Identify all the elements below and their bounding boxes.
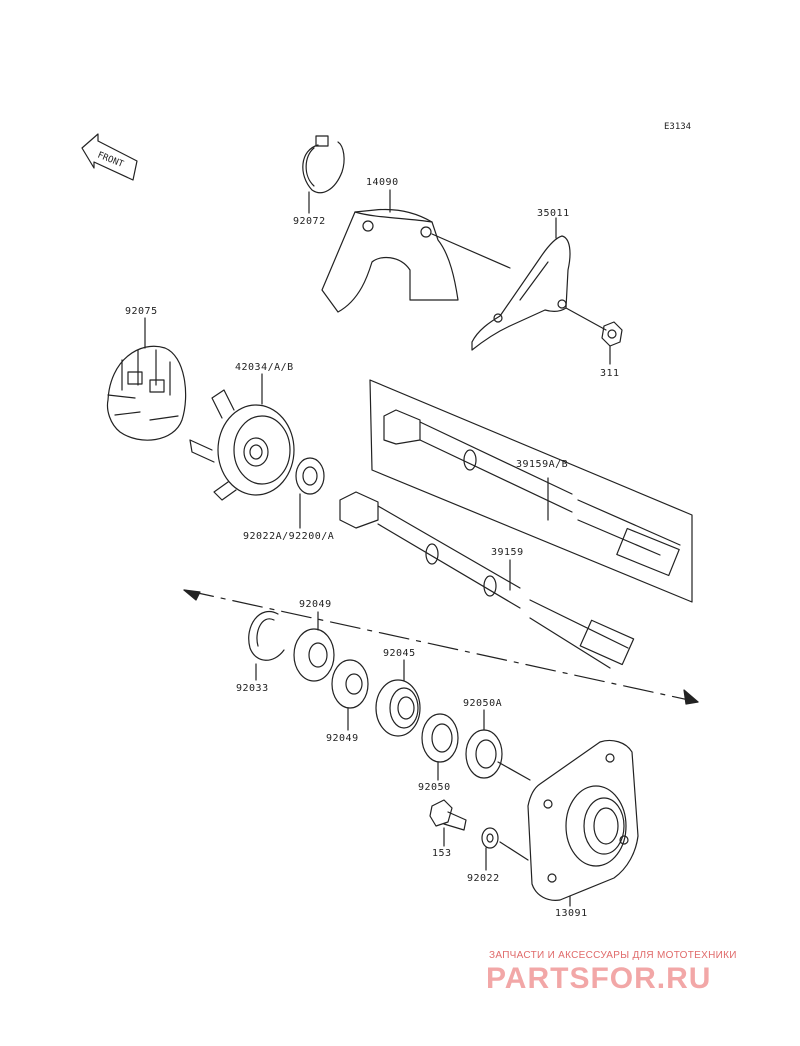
label-39159AB: 39159A/B bbox=[516, 459, 569, 470]
label-92072: 92072 bbox=[293, 216, 326, 227]
housing-13091 bbox=[527, 739, 639, 907]
front-label: FRONT bbox=[96, 151, 125, 171]
label-92075: 92075 bbox=[125, 306, 158, 317]
label-92049a: 92049 bbox=[299, 599, 332, 610]
label-92050A: 92050A bbox=[463, 698, 503, 709]
bolt-153 bbox=[429, 799, 467, 847]
label-13091: 13091 bbox=[555, 908, 588, 919]
label-35011: 35011 bbox=[537, 208, 570, 219]
label-39159: 39159 bbox=[491, 547, 524, 558]
washer-92022A bbox=[295, 457, 325, 529]
impeller-42034 bbox=[189, 373, 295, 501]
seal-92049a bbox=[293, 611, 335, 682]
label-311: 311 bbox=[600, 368, 620, 379]
watermark-logo: PARTSFOR.RU bbox=[486, 962, 712, 995]
bearing-92050 bbox=[421, 713, 459, 781]
axis-line bbox=[183, 589, 699, 705]
label-92022A: 92022A/92200/A bbox=[243, 531, 335, 542]
bearing-92045 bbox=[375, 659, 421, 737]
label-92049b: 92049 bbox=[326, 733, 359, 744]
snap-ring-92033 bbox=[248, 611, 285, 681]
label-92050: 92050 bbox=[418, 782, 451, 793]
bearing-92050A bbox=[465, 709, 531, 781]
diagram-code: E3134 bbox=[664, 122, 692, 132]
label-14090: 14090 bbox=[366, 177, 399, 188]
label-92045: 92045 bbox=[383, 648, 416, 659]
label-42034: 42034/A/B bbox=[235, 362, 294, 373]
shaft-39159 bbox=[339, 491, 635, 669]
label-92033: 92033 bbox=[236, 683, 269, 694]
cover-14090 bbox=[321, 189, 511, 313]
washer-92022 bbox=[481, 827, 529, 871]
label-153: 153 bbox=[432, 848, 452, 859]
seal-92049b bbox=[331, 659, 369, 731]
label-92022: 92022 bbox=[467, 873, 500, 884]
shaft-box-39159AB bbox=[369, 379, 693, 603]
bracket-35011 bbox=[471, 217, 607, 351]
coupling-92075 bbox=[106, 317, 187, 441]
watermark-tagline: ЗАПЧАСТИ И АКСЕССУАРЫ ДЛЯ МОТОТЕХНИКИ bbox=[489, 950, 737, 961]
front-arrow-icon: FRONT bbox=[81, 133, 138, 181]
nut-311 bbox=[601, 321, 623, 365]
clamp-92072 bbox=[302, 135, 345, 214]
